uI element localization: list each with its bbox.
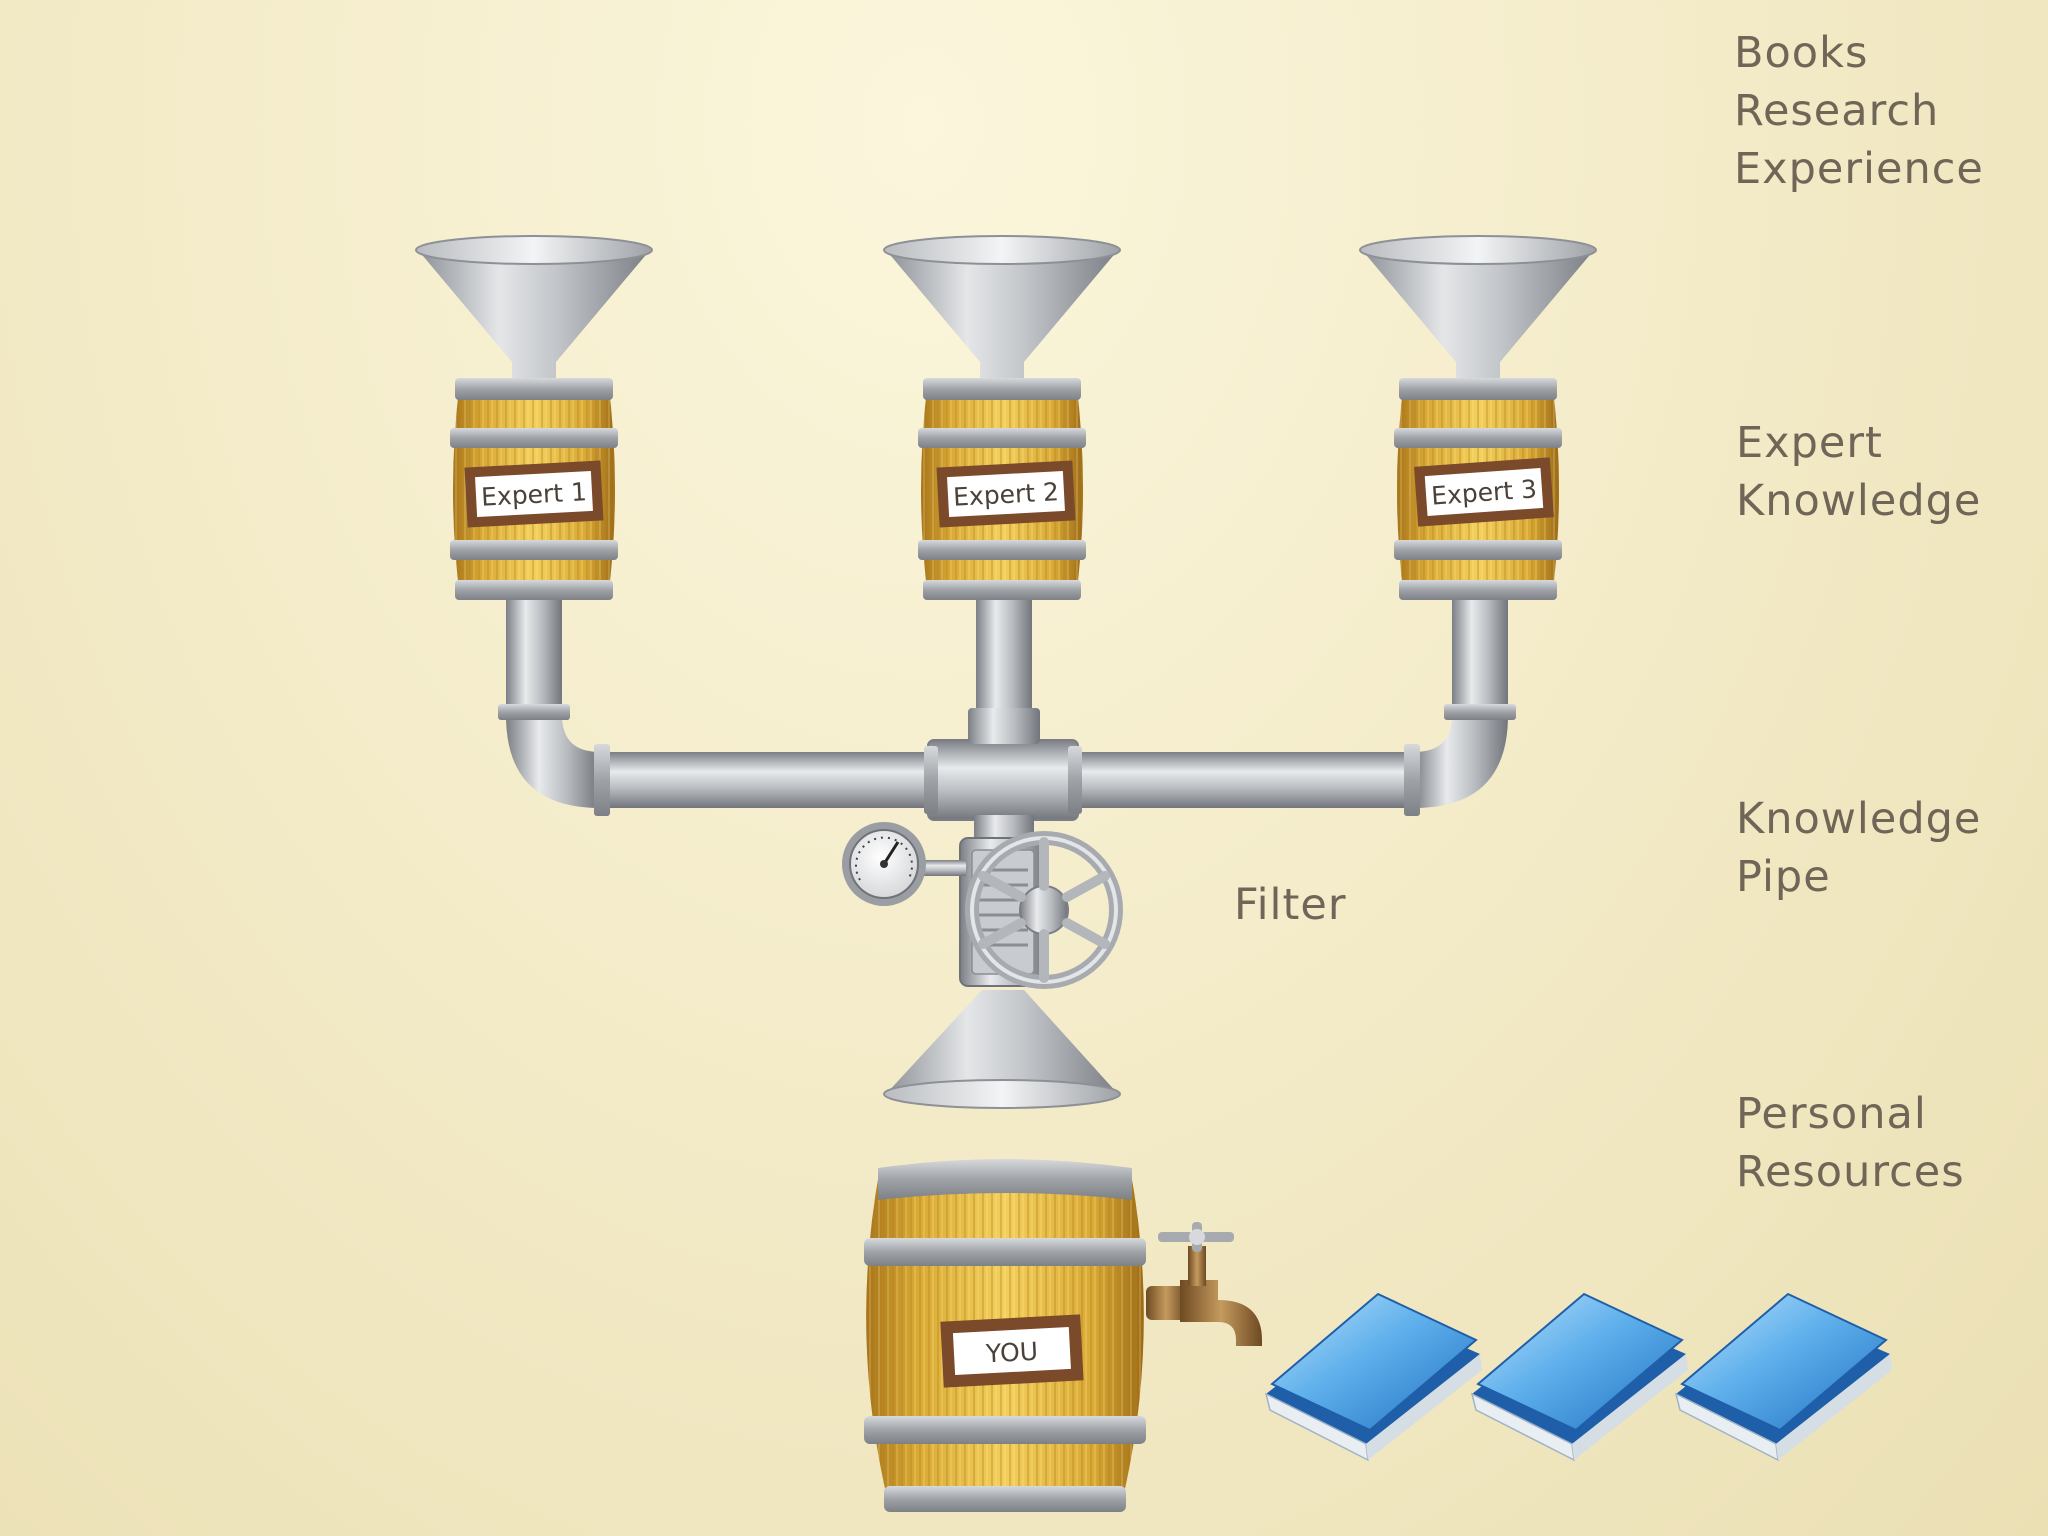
valve-wheel-icon xyxy=(965,831,1123,989)
funnel-icon xyxy=(415,235,653,378)
barrel-label: YOU xyxy=(984,1337,1038,1369)
barrel-expert-2: Expert 2 xyxy=(918,378,1086,600)
sources-label: Books Research Experience xyxy=(1734,24,1984,198)
funnel-icon xyxy=(883,990,1121,1109)
barrel-label: Expert 1 xyxy=(480,477,587,511)
funnel-icon xyxy=(883,235,1121,378)
label-line: Books xyxy=(1734,28,1869,78)
knowledge-pipe-label: Knowledge Pipe xyxy=(1736,790,1981,906)
label-line: Expert xyxy=(1736,418,1883,468)
book-icon xyxy=(1470,1292,1688,1462)
personal-resources-label: Personal Resources xyxy=(1736,1085,1965,1201)
barrel-label: Expert 2 xyxy=(952,477,1059,511)
barrel-you: YOU xyxy=(864,1159,1262,1512)
pressure-gauge-icon xyxy=(842,822,966,906)
label-line: Research xyxy=(1734,86,1940,136)
filter-label: Filter xyxy=(1234,880,1347,930)
label-line: Resources xyxy=(1736,1147,1965,1197)
funnel-icon xyxy=(1359,235,1597,378)
barrel-expert-3: Expert 3 xyxy=(1394,378,1562,600)
book-icon xyxy=(1264,1292,1482,1462)
expert-knowledge-label: Expert Knowledge xyxy=(1736,414,1981,530)
knowledge-pipe-icon xyxy=(498,590,1516,855)
label-line: Personal xyxy=(1736,1089,1927,1139)
label-line: Knowledge xyxy=(1736,476,1982,526)
book-icon xyxy=(1674,1292,1892,1462)
label-line: Knowledge xyxy=(1736,794,1982,844)
barrel-expert-1: Expert 1 xyxy=(450,378,618,600)
filter-assembly xyxy=(842,822,1123,989)
faucet-icon xyxy=(1146,1222,1262,1346)
label-line: Pipe xyxy=(1736,852,1831,902)
label-line: Experience xyxy=(1734,144,1984,194)
